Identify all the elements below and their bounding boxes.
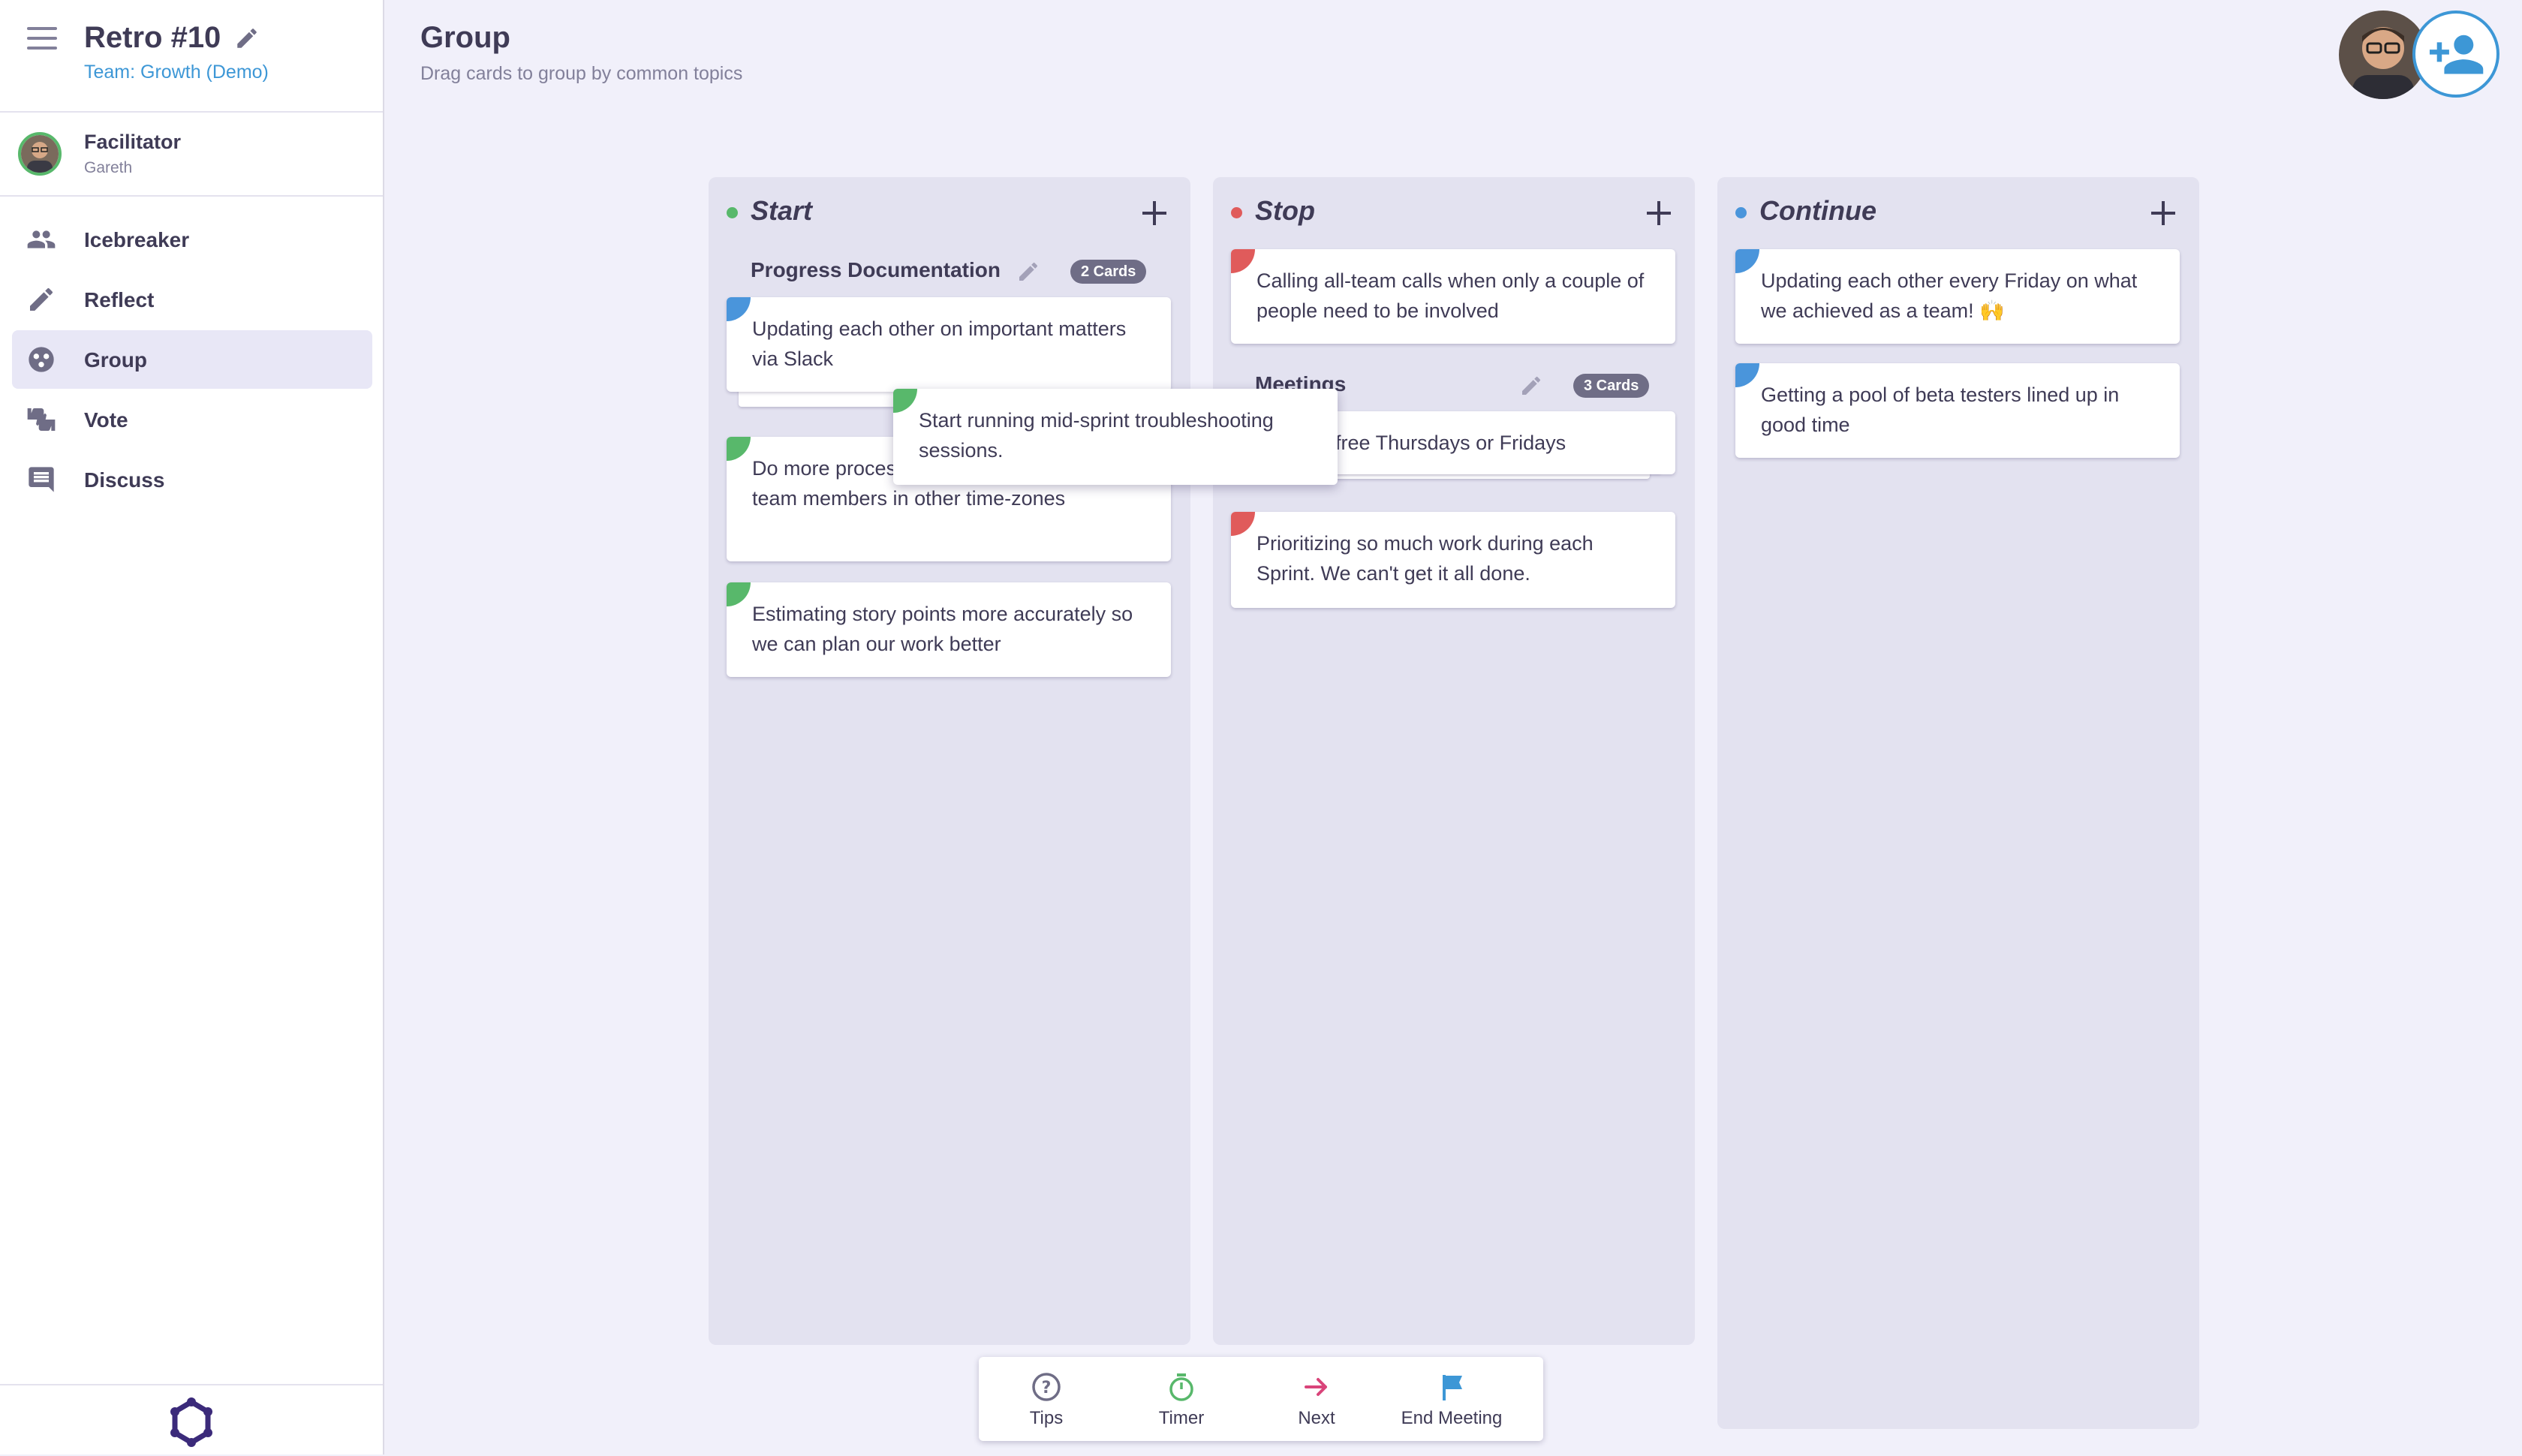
column-title: Start xyxy=(751,195,813,226)
nav-item-icebreaker[interactable]: Icebreaker xyxy=(12,210,372,269)
column-stop: Stop Calling all-team calls when only a … xyxy=(1213,177,1695,1345)
card-color-corner xyxy=(1231,249,1255,273)
column-color-dot xyxy=(727,207,738,218)
help-icon: ? xyxy=(1031,1372,1061,1402)
retro-card[interactable]: Getting a pool of beta testers lined up … xyxy=(1735,363,2180,458)
column-continue: Continue Updating each other every Frida… xyxy=(1717,177,2199,1429)
column-title: Continue xyxy=(1759,195,1876,226)
group-card-count-badge: 2 Cards xyxy=(1070,260,1147,284)
retro-title: Retro #10 xyxy=(84,21,221,54)
card-text: Updating each other every Friday on what… xyxy=(1761,269,2138,322)
column-title: Stop xyxy=(1255,195,1315,226)
end-meeting-button[interactable]: End Meeting xyxy=(1384,1357,1519,1441)
card-color-corner xyxy=(1735,249,1759,273)
nav-label-icebreaker: Icebreaker xyxy=(84,228,190,251)
timer-label: Timer xyxy=(1158,1408,1205,1428)
add-card-button[interactable] xyxy=(1644,198,1674,228)
nav-label-reflect: Reflect xyxy=(84,288,155,311)
add-card-button[interactable] xyxy=(2148,198,2178,228)
page-subtitle: Drag cards to group by common topics xyxy=(420,63,743,84)
page-title: Group xyxy=(420,21,510,54)
group-top-card[interactable]: Updating each other on important matters… xyxy=(727,297,1171,392)
nav-label-vote: Vote xyxy=(84,408,128,432)
retro-card[interactable]: Estimating story points more accurately … xyxy=(727,582,1171,677)
card-color-corner xyxy=(727,582,751,606)
facilitator-name: Gareth xyxy=(84,159,133,176)
next-button[interactable]: Next xyxy=(1249,1357,1384,1441)
person-add-icon xyxy=(2429,35,2484,74)
card-text: Start running mid-sprint troubleshooting… xyxy=(919,409,1274,462)
nav-label-group: Group xyxy=(84,348,147,372)
column-start: Start Progress Documentation 2 Cards Upd… xyxy=(709,177,1190,1345)
team-link[interactable]: Team: Growth (Demo) xyxy=(84,62,269,83)
pencil-icon xyxy=(26,284,57,314)
retro-card[interactable]: Updating each other every Friday on what… xyxy=(1735,249,2180,344)
sidebar: Retro #10 Team: Growth (Demo) Facilitato… xyxy=(0,0,384,1454)
nav-item-discuss[interactable]: Discuss xyxy=(12,450,372,509)
stopwatch-icon xyxy=(1166,1372,1196,1402)
tips-label: Tips xyxy=(1029,1408,1064,1428)
chat-icon xyxy=(26,465,57,495)
nav-item-vote[interactable]: Vote xyxy=(12,390,372,449)
add-card-button[interactable] xyxy=(1139,198,1169,228)
facilitator-section: Facilitator Gareth xyxy=(0,113,383,197)
add-team-member-button[interactable] xyxy=(2412,11,2499,98)
facilitator-avatar xyxy=(18,132,62,176)
bottom-action-bar: ? Tips Timer Next End Meeting xyxy=(979,1357,1543,1441)
card-color-corner xyxy=(893,389,917,413)
edit-group-icon[interactable] xyxy=(1016,260,1040,284)
retro-card[interactable]: Calling all-team calls when only a coupl… xyxy=(1231,249,1675,344)
facilitator-label: Facilitator xyxy=(84,131,182,153)
tips-button[interactable]: ? Tips xyxy=(979,1357,1114,1441)
people-icon xyxy=(26,224,57,254)
sidebar-footer xyxy=(0,1384,383,1456)
column-color-dot xyxy=(1735,207,1747,218)
group-card-count-badge: 3 Cards xyxy=(1573,374,1650,398)
thumbs-icon xyxy=(26,405,57,435)
card-text: Estimating story points more accurately … xyxy=(752,603,1133,655)
next-label: Next xyxy=(1298,1408,1335,1428)
sidebar-header: Retro #10 Team: Growth (Demo) xyxy=(0,0,383,113)
user-avatar[interactable] xyxy=(2339,11,2427,99)
flag-icon xyxy=(1437,1372,1467,1402)
nav-item-reflect[interactable]: Reflect xyxy=(12,270,372,329)
card-color-corner xyxy=(727,297,751,321)
card-text: Prioritizing so much work during each Sp… xyxy=(1256,532,1594,585)
timer-button[interactable]: Timer xyxy=(1114,1357,1249,1441)
card-text: Updating each other on important matters… xyxy=(752,317,1127,370)
end-meeting-label: End Meeting xyxy=(1401,1408,1503,1428)
arrow-right-icon xyxy=(1302,1372,1332,1402)
nav-label-discuss: Discuss xyxy=(84,468,165,492)
card-color-corner xyxy=(1231,512,1255,536)
app-logo-icon xyxy=(165,1396,218,1448)
edit-group-icon[interactable] xyxy=(1519,374,1543,398)
column-color-dot xyxy=(1231,207,1242,218)
card-color-corner xyxy=(727,437,751,461)
card-text: Calling all-team calls when only a coupl… xyxy=(1256,269,1645,322)
nav-item-group[interactable]: Group xyxy=(12,330,372,389)
card-text: Getting a pool of beta testers lined up … xyxy=(1761,384,2120,436)
group-icon xyxy=(26,344,57,375)
retro-card[interactable]: Prioritizing so much work during each Sp… xyxy=(1231,512,1675,608)
card-color-corner xyxy=(1735,363,1759,387)
svg-text:?: ? xyxy=(1042,1379,1052,1397)
hamburger-menu-icon[interactable] xyxy=(27,27,57,50)
edit-title-icon[interactable] xyxy=(234,26,260,51)
dragging-card[interactable]: Start running mid-sprint troubleshooting… xyxy=(893,389,1338,485)
group-title[interactable]: Progress Documentation xyxy=(751,258,1001,281)
